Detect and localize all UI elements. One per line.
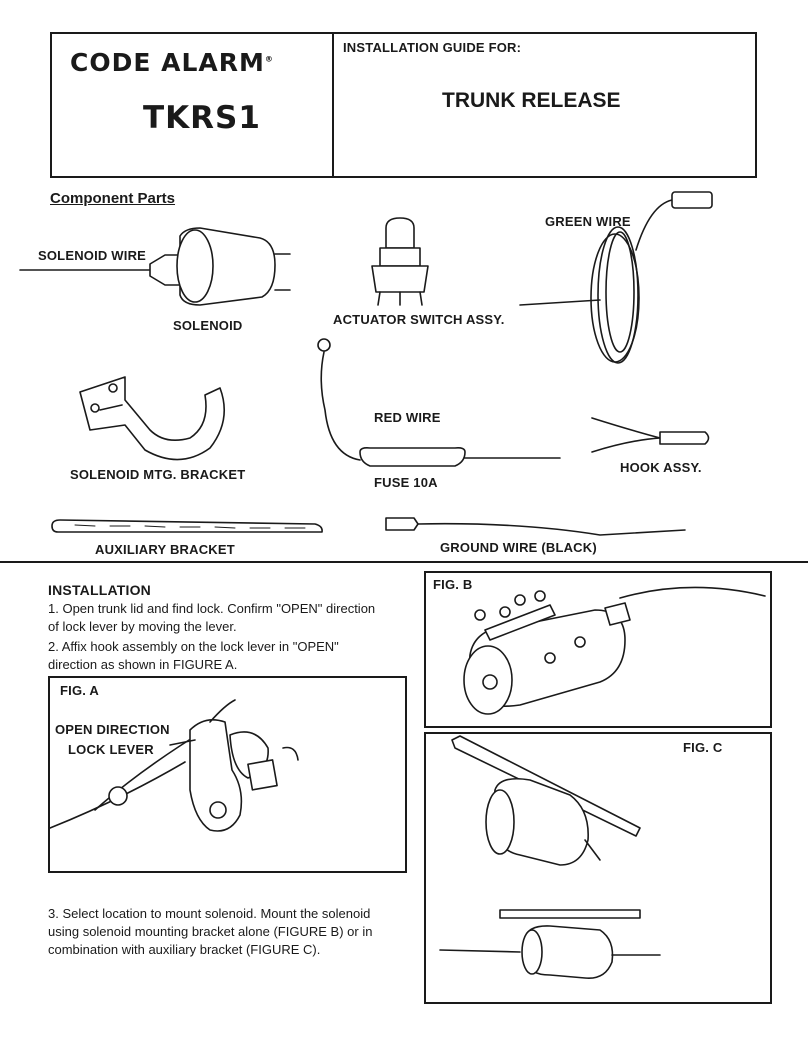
installation-heading: INSTALLATION [48, 582, 151, 598]
components-heading: Component Parts [50, 190, 176, 207]
header-divider [332, 32, 334, 178]
red-wire-label: RED WIRE [374, 410, 441, 425]
figure-b-label: FIG. B [433, 577, 473, 592]
product-title: TRUNK RELEASE [442, 89, 621, 112]
fuse-label: FUSE 10A [374, 475, 438, 490]
figure-a-box [48, 676, 407, 873]
brand-logo: CODE ALARM® [70, 48, 274, 77]
lock-lever-label: LOCK LEVER [68, 742, 154, 757]
figure-c-box [424, 732, 772, 1004]
step-1: 1. Open trunk lid and find lock. Confirm… [48, 601, 376, 634]
bracket-label: SOLENOID MTG. BRACKET [70, 467, 246, 482]
solenoid-wire-label: SOLENOID WIRE [38, 248, 147, 263]
figure-b-box [424, 571, 772, 728]
header-box [50, 32, 757, 178]
solenoid-label: SOLENOID [173, 318, 243, 333]
actuator-switch-label: ACTUATOR SWITCH ASSY. [333, 312, 505, 327]
step-2: 2. Affix hook assembly on the lock lever… [48, 639, 339, 672]
figure-c-label: FIG. C [683, 740, 723, 755]
aux-bracket-label: AUXILIARY BRACKET [95, 542, 235, 557]
ground-wire-label: GROUND WIRE (BLACK) [440, 540, 597, 555]
step-3: 3. Select location to mount solenoid. Mo… [48, 906, 373, 957]
guide-label: INSTALLATION GUIDE FOR: [343, 40, 522, 55]
green-wire-label: GREEN WIRE [545, 214, 631, 229]
brand-text: CODE ALARM [70, 48, 265, 77]
open-direction-label: OPEN DIRECTION [55, 722, 170, 737]
figure-a-label: FIG. A [60, 683, 99, 698]
section-divider [0, 561, 808, 563]
hook-label: HOOK ASSY. [620, 460, 702, 475]
model-number: TKRS1 [143, 100, 261, 136]
